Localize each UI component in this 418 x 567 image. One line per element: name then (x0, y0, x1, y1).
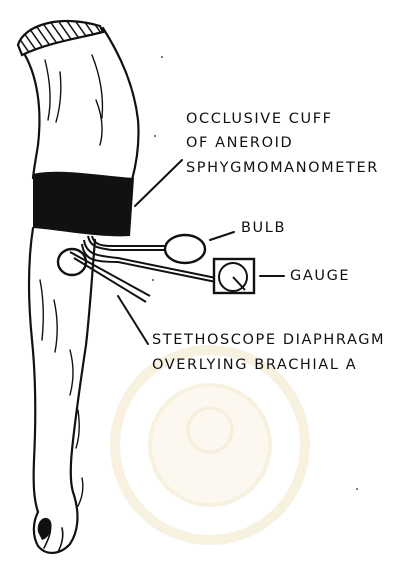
cuff-label-line-1: OCCLUSIVE CUFF (186, 112, 333, 127)
aneroid-gauge (214, 259, 254, 293)
gauge-label: GAUGE (290, 269, 350, 284)
stethoscope-label-line-1: STETHOSCOPE DIAPHRAGM (152, 333, 385, 348)
occlusive-cuff (33, 172, 134, 237)
hatched-shoulder (18, 21, 103, 55)
bulb-label: BULB (241, 221, 286, 236)
cuff-label-line-2: OF ANEROID (186, 136, 293, 151)
stethoscope-label-line-2: OVERLYING BRACHIAL A (152, 358, 357, 373)
rubber-bulb (165, 235, 205, 263)
stethoscope-tubes (70, 252, 150, 302)
watermark-seal (115, 350, 305, 540)
skin-shading (40, 55, 103, 506)
cuff-label-line-3: SPHYGMOMANOMETER (186, 161, 379, 176)
